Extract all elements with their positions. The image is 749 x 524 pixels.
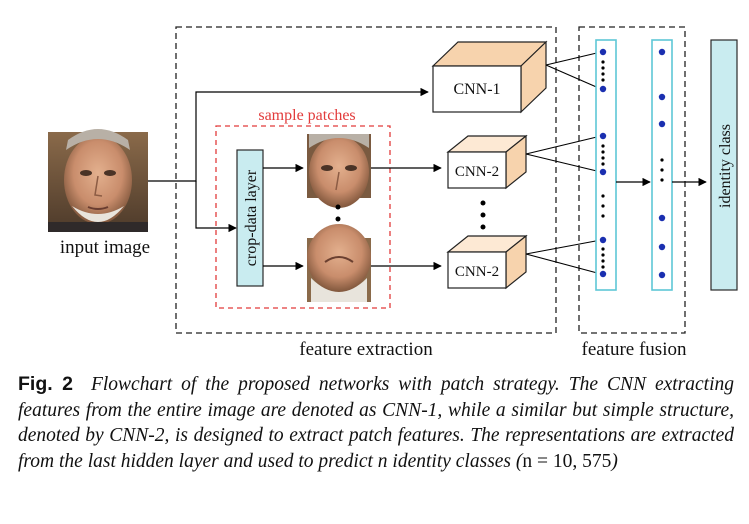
sample-patches-label: sample patches bbox=[258, 107, 355, 124]
cnn2-top-block bbox=[446, 134, 528, 190]
feature-fusion-box bbox=[578, 26, 686, 334]
caption-formula: n = 10, 575 bbox=[522, 450, 612, 472]
identity-class-label: identity class bbox=[717, 124, 734, 208]
cnn2-ellipsis bbox=[480, 200, 486, 230]
cnn2-bottom-label: CNN-2 bbox=[455, 264, 499, 280]
feature-column-concat bbox=[595, 39, 617, 291]
feature-column-concat-nodes bbox=[599, 48, 607, 278]
cnn2-top-label: CNN-2 bbox=[455, 164, 499, 180]
feature-column-fusion-nodes bbox=[658, 48, 666, 279]
feature-column-concat-ellipsis bbox=[601, 60, 605, 269]
caption-close: ) bbox=[611, 450, 618, 472]
cnn1-label: CNN-1 bbox=[453, 81, 500, 98]
feature-column-fusion-ellipsis bbox=[660, 158, 664, 182]
input-face-image bbox=[48, 129, 148, 232]
feature-fusion-label: feature fusion bbox=[582, 339, 687, 360]
feature-extraction-label: feature extraction bbox=[299, 339, 433, 360]
feature-extraction-box bbox=[175, 26, 557, 334]
input-image-label: input image bbox=[60, 237, 150, 258]
patch-image-bottom bbox=[307, 224, 371, 302]
flowchart-diagram: feature extraction feature fusion sample… bbox=[48, 26, 738, 360]
feature-column-fusion bbox=[651, 39, 673, 291]
figure-caption: Fig. 2 Flowchart of the proposed network… bbox=[18, 372, 734, 474]
arrow-input-to-crop bbox=[195, 181, 237, 233]
sample-patches-box bbox=[215, 125, 391, 309]
arrow-input-to-cnn1 bbox=[148, 87, 429, 182]
patch-image-top bbox=[307, 134, 371, 208]
cnn2-bottom-block bbox=[446, 234, 528, 290]
crop-data-layer bbox=[236, 149, 264, 287]
crop-data-layer-label: crop-data layer bbox=[243, 169, 260, 266]
cnn1-block bbox=[431, 40, 548, 114]
cnn-to-feature-connections bbox=[525, 51, 602, 275]
figure-number: Fig. 2 bbox=[18, 373, 74, 395]
caption-text: Flowchart of the proposed networks with … bbox=[18, 374, 734, 472]
identity-class-box bbox=[710, 39, 738, 291]
